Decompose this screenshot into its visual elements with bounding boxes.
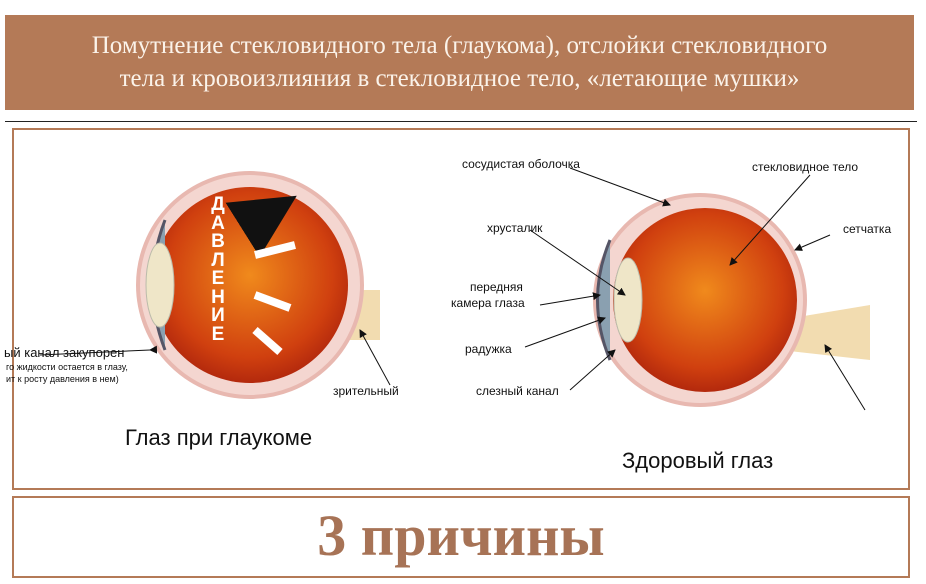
- label-canal-blocked: ый канал закупорен: [4, 345, 125, 360]
- header-line-2: тела и кровоизлияния в стекловидное тело…: [119, 65, 800, 92]
- glaucoma-caption: Глаз при глаукоме: [125, 425, 313, 450]
- label-anterior-1: передняя: [470, 280, 523, 294]
- label-canal-note-1: го жидкости остается в глазу,: [6, 362, 128, 372]
- footer-title: 3 причины: [317, 503, 605, 568]
- label-lens: хрусталик: [487, 221, 543, 235]
- healthy-caption: Здоровый глаз: [622, 448, 774, 473]
- label-canal-note-2: ит к росту давления в нем): [6, 374, 119, 384]
- eye-diagram-frame: [12, 128, 910, 490]
- label-iris: радужка: [465, 342, 512, 356]
- label-optic-nerve: зрительный: [333, 384, 399, 398]
- glaucoma-eye: [39, 171, 391, 399]
- label-tear-canal: слезный канал: [476, 384, 559, 398]
- header-line-1: Помутнение стекловидного тела (глаукома)…: [91, 32, 828, 59]
- label-choroid: сосудистая оболочка: [462, 157, 580, 171]
- label-retina: сетчатка: [843, 222, 892, 236]
- healthy-eye: [524, 167, 870, 411]
- footer-box: 3 причины: [12, 496, 910, 578]
- header-banner: Помутнение стекловидного тела (глаукома)…: [5, 15, 914, 110]
- label-vitreous: стекловидное тело: [752, 160, 859, 174]
- pressure-label: ДАВЛЕНИЕ: [211, 194, 225, 345]
- label-anterior-2: камера глаза: [451, 296, 525, 310]
- divider: [5, 121, 917, 122]
